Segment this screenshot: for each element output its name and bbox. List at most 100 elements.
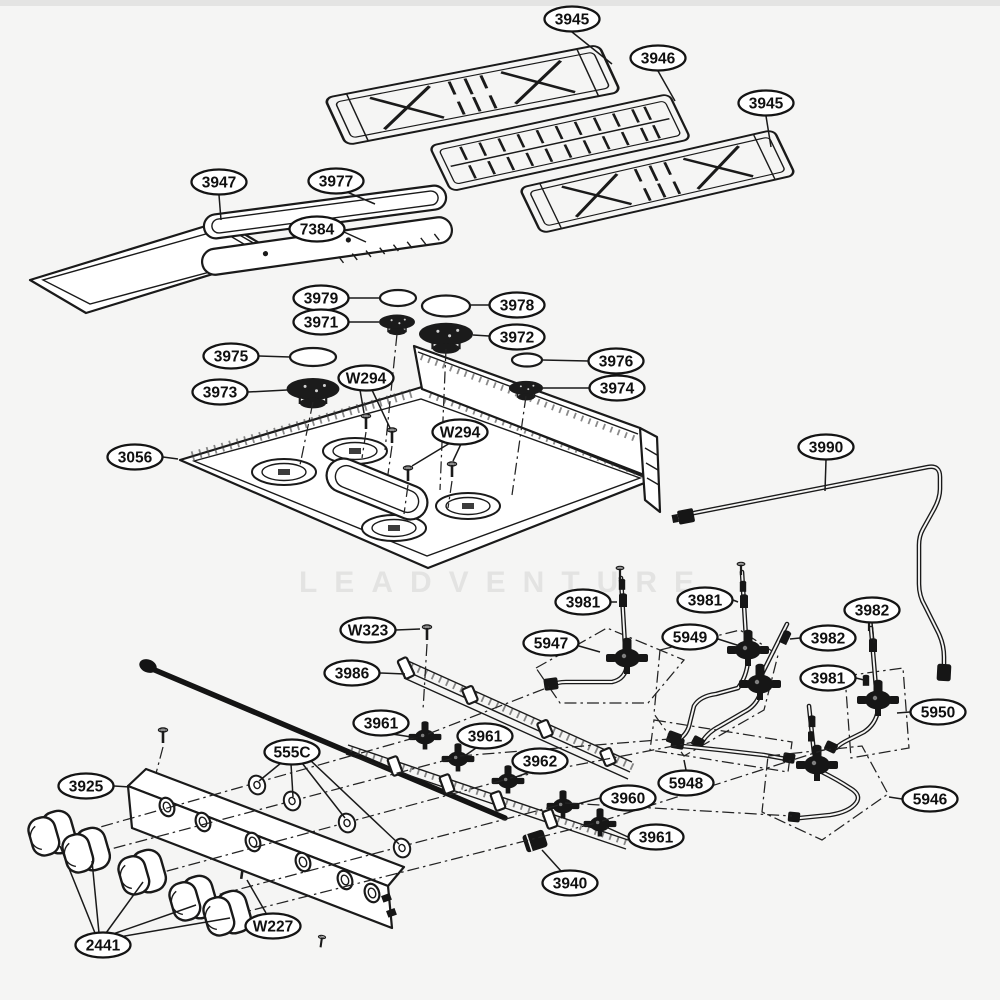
callout-label-W323: W323 xyxy=(348,623,389,640)
callout-label-W294: W294 xyxy=(440,425,481,442)
part-control-panel-3925 xyxy=(126,767,406,930)
callout-label-3961: 3961 xyxy=(364,716,399,733)
callout-bubble-5950 xyxy=(909,698,967,726)
callout-bubble-3960 xyxy=(599,784,657,812)
callout-bubble-3962 xyxy=(511,747,569,775)
callout-3982-20: 3982 xyxy=(843,596,901,644)
callout-3945-2: 3945 xyxy=(737,89,795,148)
callout-bubble-W294 xyxy=(431,418,489,446)
callout-bubble-3947 xyxy=(190,168,248,196)
part-screw-w323 xyxy=(421,623,433,711)
callout-label-5946: 5946 xyxy=(913,792,948,809)
callout-label-5947: 5947 xyxy=(534,636,568,653)
knob-axis-lines xyxy=(57,735,597,916)
callout-bubble-W294 xyxy=(337,364,395,392)
callout-W294-14: W294 xyxy=(337,364,395,429)
part-burner-assy-5946 xyxy=(761,703,889,841)
callout-3962-31: 3962 xyxy=(511,747,569,779)
callout-3978-8: 3978 xyxy=(470,291,546,319)
callout-label-5950: 5950 xyxy=(921,705,955,722)
callout-bubble-3961 xyxy=(456,722,514,750)
callout-label-3947: 3947 xyxy=(202,175,236,192)
callout-label-7384: 7384 xyxy=(300,222,335,239)
part-ring-3979 xyxy=(378,288,418,308)
callout-label-3978: 3978 xyxy=(500,298,535,315)
callout-label-3981: 3981 xyxy=(688,593,723,610)
callout-label-3986: 3986 xyxy=(335,666,370,683)
callout-label-3971: 3971 xyxy=(304,315,339,332)
callout-W294-15: W294 xyxy=(411,418,489,467)
callout-label-555C: 555C xyxy=(273,745,310,762)
callout-label-3979: 3979 xyxy=(304,291,339,308)
callout-bubble-3961 xyxy=(352,709,410,737)
callout-5946-35: 5946 xyxy=(888,785,959,813)
callout-label-3961: 3961 xyxy=(468,729,503,746)
callout-3972-9: 3972 xyxy=(472,323,546,351)
callout-bubble-W227 xyxy=(244,912,302,940)
callout-bubble-7384 xyxy=(288,215,346,243)
callout-W227-38: W227 xyxy=(244,879,302,940)
callout-3960-34: 3960 xyxy=(569,784,657,812)
callout-bubble-5949 xyxy=(661,623,719,651)
callout-label-3962: 3962 xyxy=(523,754,557,771)
callout-label-3982: 3982 xyxy=(811,631,845,648)
burner-axis-lines xyxy=(299,333,527,496)
callout-bubble-3945 xyxy=(543,5,601,33)
callout-5948-33: 5948 xyxy=(657,759,715,797)
callout-label-3981: 3981 xyxy=(566,595,601,612)
callout-bubble-3940 xyxy=(541,869,599,897)
callout-3945-0: 3945 xyxy=(543,5,613,65)
callout-label-5948: 5948 xyxy=(669,776,704,793)
part-ring-3976 xyxy=(510,352,544,368)
callout-3977-4: 3977 xyxy=(307,167,376,205)
callout-3925-32: 3925 xyxy=(57,772,130,800)
watermark-text: LEADVENTURE xyxy=(299,566,711,599)
part-burner-assy-5950 xyxy=(824,617,910,759)
callout-3976-11: 3976 xyxy=(541,347,645,375)
callout-bubble-3972 xyxy=(488,323,546,351)
part-tube-assy-5948 xyxy=(649,719,796,773)
callout-3961-36: 3961 xyxy=(605,823,685,851)
callout-7384-5: 7384 xyxy=(288,215,367,243)
callout-3981-18: 3981 xyxy=(554,588,617,616)
callout-label-3961: 3961 xyxy=(639,830,674,847)
callout-2441-39: 2441 xyxy=(59,845,231,959)
callout-5950-28: 5950 xyxy=(896,698,967,726)
callout-bubble-3925 xyxy=(57,772,115,800)
callout-3974-13: 3974 xyxy=(543,374,646,402)
callout-label-5949: 5949 xyxy=(673,630,708,647)
callout-W323-21: W323 xyxy=(339,616,421,644)
callout-label-3974: 3974 xyxy=(600,381,635,398)
callout-bubble-3974 xyxy=(588,374,646,402)
callout-bubble-5947 xyxy=(522,629,580,657)
callout-label-3981: 3981 xyxy=(811,671,846,688)
callout-bubble-3976 xyxy=(587,347,645,375)
callout-bubble-3982 xyxy=(843,596,901,624)
callout-bubble-3971 xyxy=(292,308,350,336)
part-ring-3978 xyxy=(420,294,472,318)
callout-3056-16: 3056 xyxy=(106,443,179,471)
callout-label-3977: 3977 xyxy=(319,174,353,191)
callout-bubble-W323 xyxy=(339,616,397,644)
callout-label-3925: 3925 xyxy=(69,779,104,796)
part-gas-pipe-3990 xyxy=(671,464,952,682)
callout-label-3972: 3972 xyxy=(500,330,534,347)
callout-label-3945: 3945 xyxy=(555,12,590,29)
callout-3961-27: 3961 xyxy=(352,709,419,739)
part-bracket-3940 xyxy=(522,829,548,853)
callout-3947-3: 3947 xyxy=(190,168,248,221)
part-backguard xyxy=(412,344,662,514)
assembly-phantom-lines xyxy=(427,686,831,822)
callout-bubble-3981 xyxy=(799,664,857,692)
callout-3940-37: 3940 xyxy=(541,849,599,897)
callout-bubble-5946 xyxy=(901,785,959,813)
callout-bubble-3981 xyxy=(676,586,734,614)
callout-bubble-3986 xyxy=(323,659,381,687)
callout-label-3056: 3056 xyxy=(118,450,153,467)
callout-3961-29: 3961 xyxy=(456,722,514,758)
callout-label-3960: 3960 xyxy=(611,791,645,808)
callout-label-W227: W227 xyxy=(253,919,294,936)
callout-bubble-3990 xyxy=(797,433,855,461)
